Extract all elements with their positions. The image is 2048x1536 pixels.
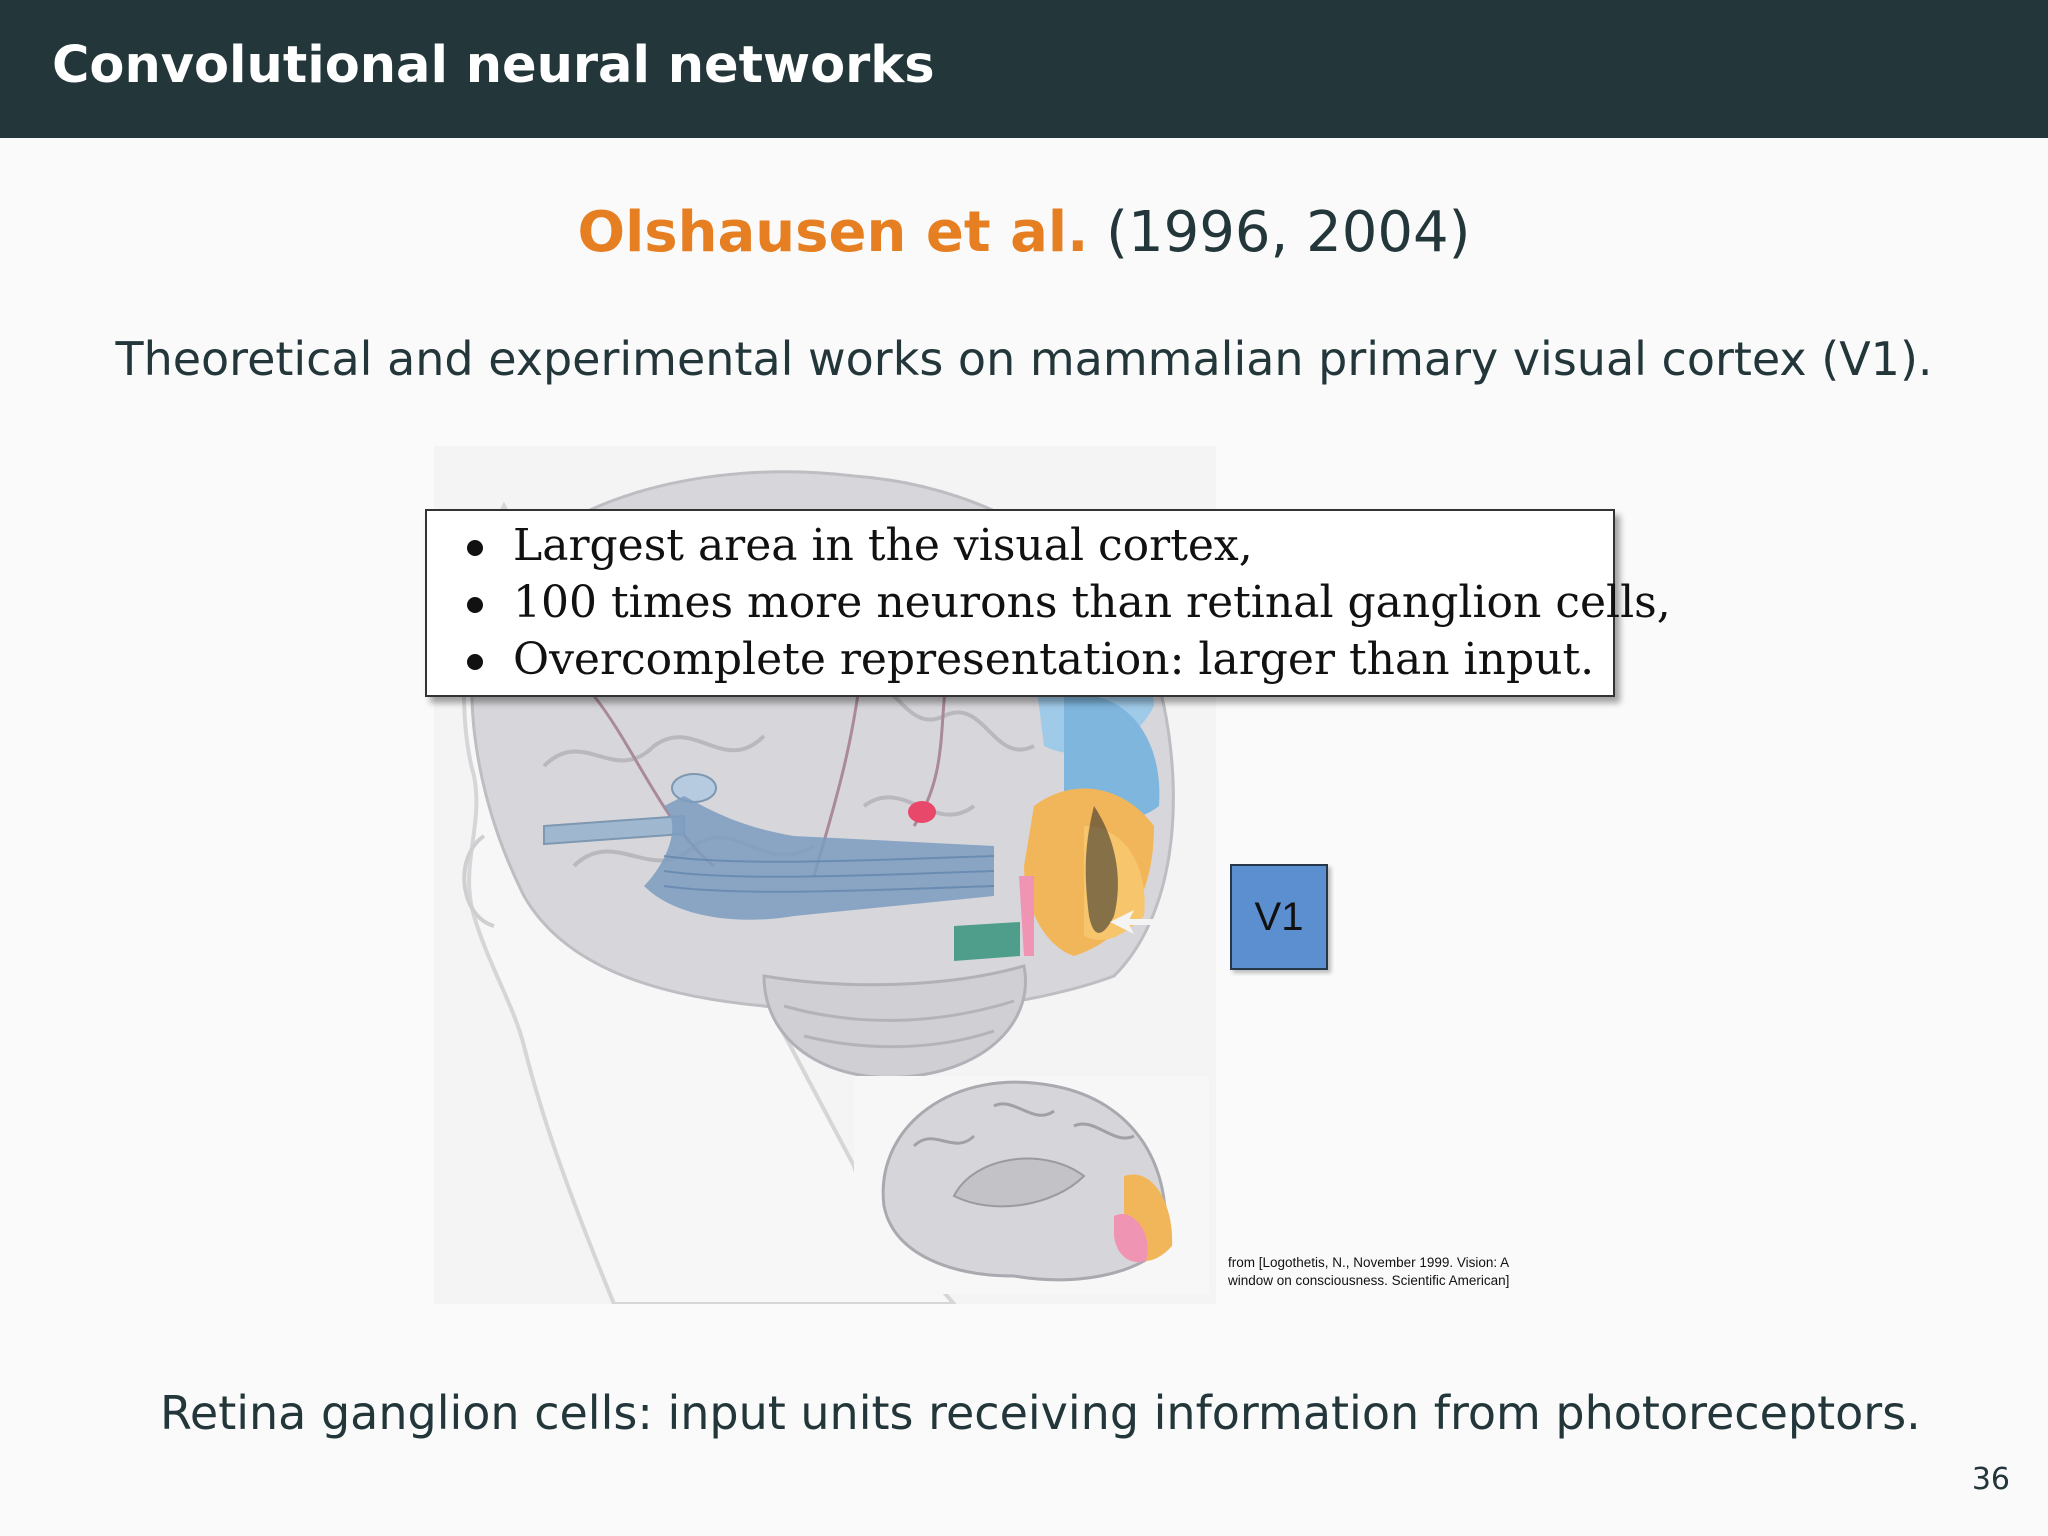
v1-label: V1 <box>1254 894 1304 939</box>
bottom-text: Retina ganglion cells: input units recei… <box>160 1386 1921 1440</box>
credit-line: window on consciousness. Scientific Amer… <box>1228 1273 1510 1288</box>
slide-title: Convolutional neural networks <box>52 36 935 95</box>
credit-line: from [Logothetis, N., November 1999. Vis… <box>1228 1255 1510 1270</box>
page-number: 36 <box>1971 1462 2010 1497</box>
intro-text: Theoretical and experimental works on ma… <box>115 332 1933 386</box>
callout-bullet: Largest area in the visual cortex, <box>463 517 1613 574</box>
figure-credit: from [Logothetis, N., November 1999. Vis… <box>1228 1254 1568 1290</box>
callout-bullet: Overcomplete representation: larger than… <box>463 631 1613 688</box>
slide-subtitle: Olshausen et al. (1996, 2004) <box>0 200 2048 265</box>
subtitle-authors: Olshausen et al. <box>577 200 1089 265</box>
callout-bullet-list: Largest area in the visual cortex, 100 t… <box>463 517 1671 688</box>
callout-box: Largest area in the visual cortex, 100 t… <box>425 509 1671 697</box>
v1-label-box: V1 <box>1230 864 1328 970</box>
slide-header: Convolutional neural networks <box>0 0 2048 138</box>
subtitle-years: (1996, 2004) <box>1106 200 1471 265</box>
callout-bullet: 100 times more neurons than retinal gang… <box>463 574 1671 631</box>
